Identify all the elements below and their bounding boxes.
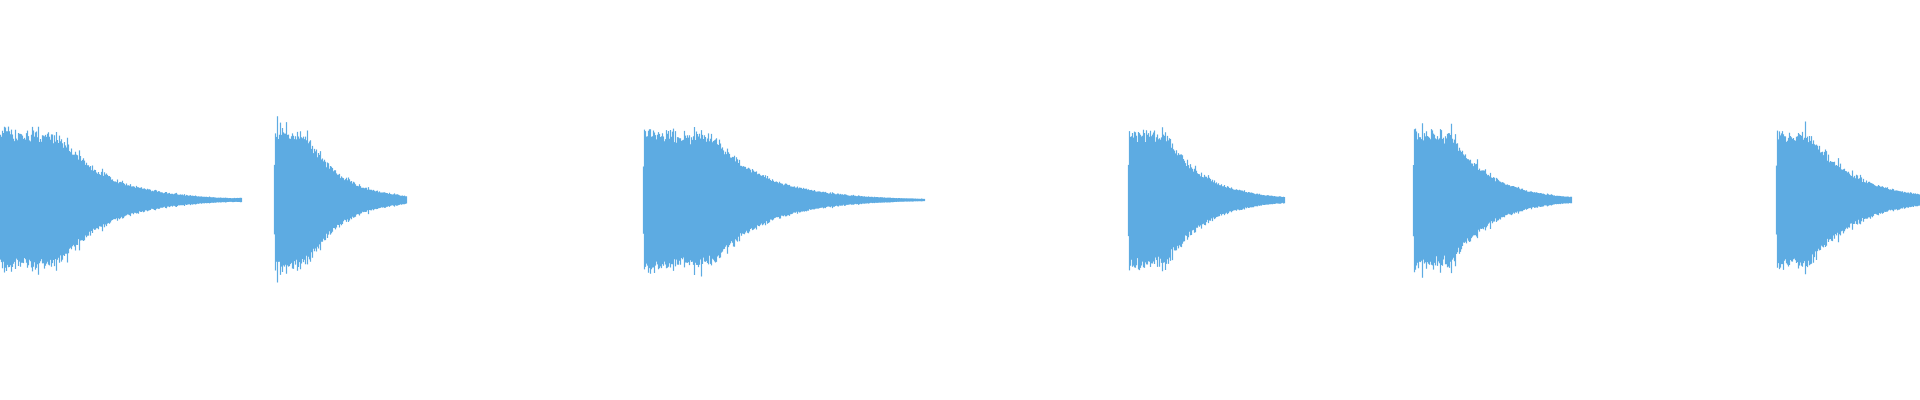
waveform-segment-1	[0, 126, 243, 275]
waveform-segment-4	[1127, 127, 1286, 272]
waveform-segment-6	[1775, 121, 1920, 275]
waveform-segment-3	[642, 127, 926, 277]
waveform-segment-5	[1412, 123, 1573, 278]
waveform-segment-2	[273, 116, 408, 283]
